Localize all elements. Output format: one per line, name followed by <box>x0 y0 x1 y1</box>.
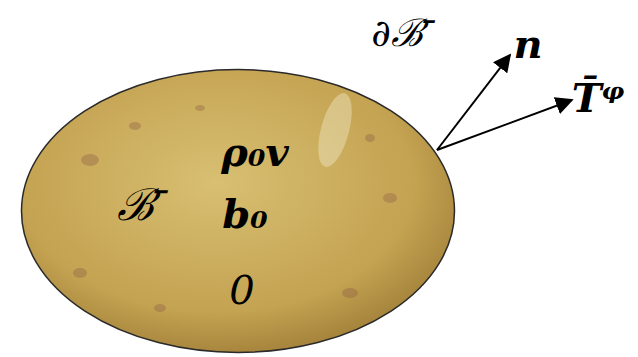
skin-spot <box>154 304 166 312</box>
skin-spot <box>195 105 205 111</box>
potato-shape <box>22 70 455 353</box>
body-force-symbol: b₀ <box>222 192 268 236</box>
boundary-symbol: ∂ℬ̄ <box>371 13 423 55</box>
momentum-symbol: ρ₀v <box>221 130 288 174</box>
skin-spot <box>365 134 375 142</box>
traction-arrow <box>437 100 572 150</box>
skin-spot <box>383 193 397 203</box>
skin-highlight <box>312 90 359 171</box>
zero-symbol: 0 <box>229 268 254 312</box>
skin-spot <box>73 268 87 278</box>
normal-symbol: n <box>513 22 542 66</box>
body-region: ρ₀vℬ̄ b₀ 0 <box>20 68 456 354</box>
skin-spot <box>342 288 358 298</box>
traction-symbol: T̄ᵠ <box>572 76 625 120</box>
skin-spot <box>81 154 99 166</box>
skin-spot <box>129 122 141 130</box>
body-symbol: ℬ̄ <box>117 181 154 229</box>
